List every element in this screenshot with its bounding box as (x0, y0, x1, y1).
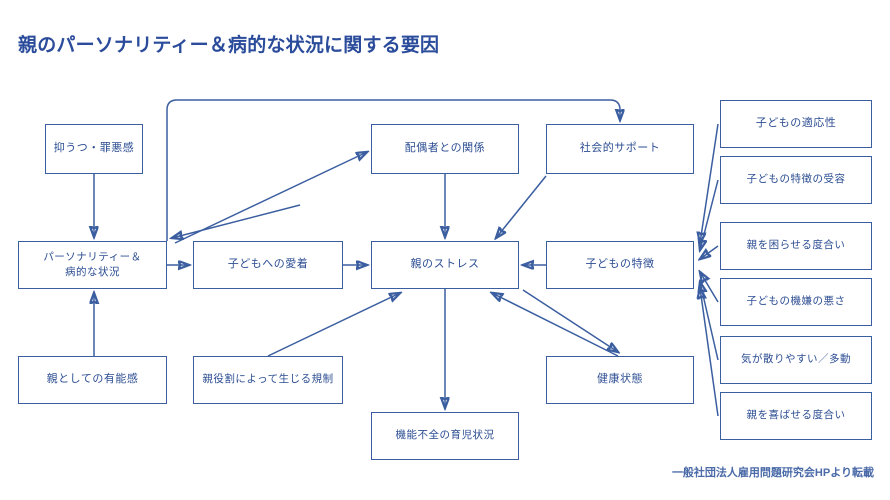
node-social-support[interactable]: 社会的サポート (546, 124, 694, 174)
node-health-status[interactable]: 健康状態 (546, 356, 694, 404)
node-role-restriction[interactable]: 親役割によって生じる規制 (193, 356, 343, 404)
edge-distractibility-child-traits (700, 282, 719, 361)
node-personality[interactable]: パーソナリティー＆病的な状況 (18, 241, 167, 289)
edge-child-mood-child-traits (700, 272, 719, 303)
edge-health-stress (492, 293, 619, 357)
node-distractibility[interactable]: 気が散りやすい／多動 (720, 336, 872, 384)
node-depression[interactable]: 抑うつ・罪悪感 (45, 124, 143, 174)
edge-social-support-personality (172, 204, 301, 238)
edge-social-support-stress (496, 175, 547, 238)
node-child-traits[interactable]: 子どもの特徴 (546, 241, 694, 289)
node-demandingness[interactable]: 親を困らせる度合い (720, 222, 872, 270)
node-child-attachment[interactable]: 子どもへの愛着 (193, 241, 343, 289)
node-spouse-relation[interactable]: 配偶者との関係 (371, 124, 519, 174)
page-title: 親のパーソナリティー＆病的な状況に関する要因 (18, 35, 440, 56)
edge-adapt-child-traits (700, 123, 719, 243)
node-dysfunctional[interactable]: 機能不全の育児状況 (371, 412, 519, 460)
source-credit: 一般社団法人雇用問題研究会HPより転載 (671, 467, 874, 479)
edge-reinforces-child-traits (700, 288, 719, 417)
node-parent-stress[interactable]: 親のストレス (371, 241, 519, 289)
edge-child-traits-health (522, 289, 618, 352)
node-child-adapt[interactable]: 子どもの適応性 (720, 100, 872, 148)
edge-acceptance-child-traits (700, 179, 719, 250)
node-reinforces-parent[interactable]: 親を喜ばせる度合い (720, 392, 872, 440)
edge-demandingness-child-traits (700, 245, 719, 259)
node-child-mood[interactable]: 子どもの機嫌の悪さ (720, 278, 872, 326)
edge-role-restriction-stress (267, 293, 400, 357)
edge-attachment-spouse (174, 152, 367, 244)
node-trait-acceptance[interactable]: 子どもの特徴の受容 (720, 156, 872, 204)
node-parent-competence[interactable]: 親としての有能感 (18, 356, 167, 404)
